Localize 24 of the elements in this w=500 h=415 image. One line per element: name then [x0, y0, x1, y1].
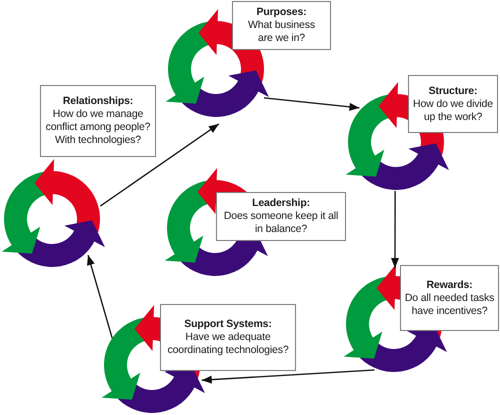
card-heading: Support Systems: [184, 318, 272, 331]
question-text: Do all needed tasks have incentives? [404, 292, 496, 318]
question-card [232, 1, 331, 50]
card-heading: Purposes: [256, 6, 306, 19]
question-card [216, 192, 346, 241]
arrow [202, 369, 374, 384]
circular-arrows-icon [1, 158, 106, 268]
question-text: What business are we in? [247, 19, 316, 45]
question-text: How do we manage conflict among people? With technologies? [44, 108, 152, 147]
question-card [160, 304, 296, 371]
question-text: Does someone keep it all in balance? [222, 210, 340, 236]
arrow [264, 97, 360, 111]
question-card [408, 75, 498, 133]
question-card [40, 85, 156, 157]
card-heading: Leadership: [252, 197, 310, 210]
arrow [87, 254, 113, 338]
arrow [391, 191, 399, 268]
card-heading: Relationships: [62, 95, 134, 108]
card-heading: Rewards: [426, 278, 473, 292]
arrow [100, 123, 220, 207]
question-text: How do we divide up the work? [412, 98, 494, 124]
question-text: Have we adequate coordinating technologies? [166, 331, 290, 357]
card-heading: Structure: [428, 84, 478, 98]
question-card [400, 265, 499, 331]
